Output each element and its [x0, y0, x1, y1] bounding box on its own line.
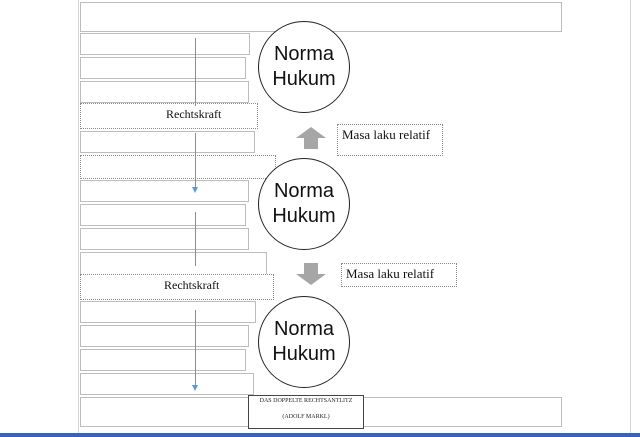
stack-box-4	[80, 131, 255, 153]
circle-1-line1: Norma	[273, 43, 334, 65]
connector-arrowhead-2	[192, 385, 198, 391]
caption-box: DAS DOPPELTE RECHTSANTLITZ (ADOLF MARKL)	[248, 395, 364, 429]
rechtskraft-box-1	[80, 103, 258, 129]
stack-box-7	[80, 204, 246, 226]
rechtskraft-box-2	[80, 274, 274, 300]
caption-title: DAS DOPPELTE RECHTSANTLITZ	[259, 398, 353, 404]
rechtskraft-label-1: Rechtskraft	[166, 107, 222, 121]
page-left-edge	[78, 0, 79, 437]
down-arrow-icon	[296, 263, 326, 285]
stack-box-2	[80, 57, 246, 79]
stack-box-1	[80, 33, 250, 55]
stack-box-9	[80, 252, 267, 276]
stack-box-13	[80, 373, 254, 395]
masa-laku-label-2: Masa laku relatif	[341, 263, 457, 287]
masa-laku-label-1: Masa laku relatif	[337, 124, 443, 156]
stack-box-11	[80, 325, 249, 347]
circle-2-line2: Hukum	[272, 205, 336, 227]
page-right-edge	[630, 0, 631, 437]
circle-2-line1: Norma	[273, 180, 334, 202]
norma-hukum-circle-1: Norma Hukum	[258, 21, 350, 113]
taskbar-strip	[0, 433, 640, 437]
rechtskraft-label-2: Rechtskraft	[164, 278, 220, 292]
connector-line-4	[195, 310, 196, 385]
circle-3-line1: Norma	[273, 318, 334, 340]
connector-line-1	[195, 38, 196, 106]
norma-hukum-circle-2: Norma Hukum	[258, 158, 350, 250]
circle-1-line2: Hukum	[272, 68, 336, 90]
stack-box-3	[80, 81, 249, 103]
connector-line-2	[195, 133, 196, 188]
caption-author: (ADOLF MARKL)	[282, 414, 330, 420]
stack-box-12	[80, 349, 246, 371]
connector-line-3	[195, 212, 196, 266]
stack-box-8	[80, 228, 249, 250]
connector-arrowhead-1	[192, 187, 198, 193]
stack-box-5	[80, 155, 276, 179]
up-arrow-icon	[296, 127, 326, 149]
circle-3-line2: Hukum	[272, 343, 336, 365]
stack-box-10	[80, 301, 256, 323]
norma-hukum-circle-3: Norma Hukum	[258, 296, 350, 388]
stack-box-6	[80, 180, 249, 202]
